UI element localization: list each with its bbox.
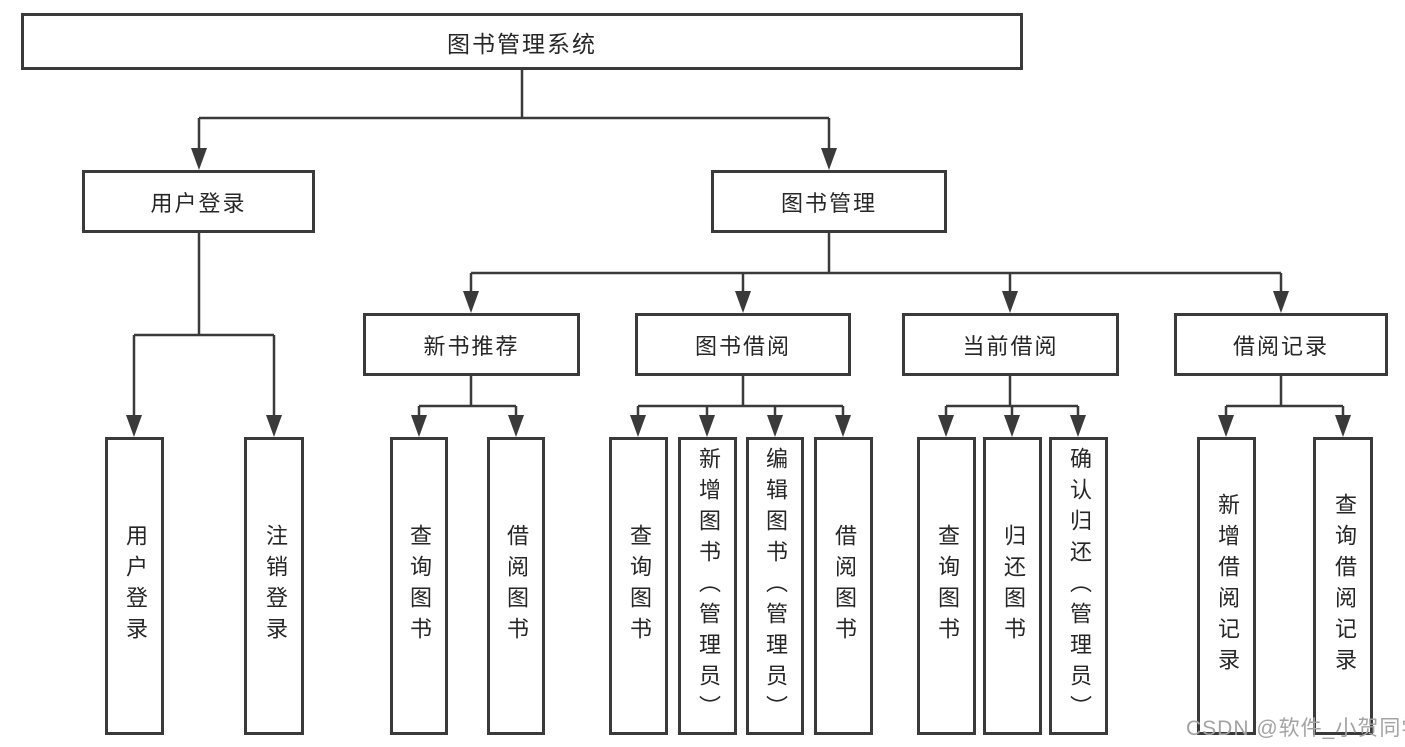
leaf-confirm-return-admin: 确认归还（管理员） — [1049, 437, 1108, 735]
leaf-edit-books-admin: 编辑图书（管理员） — [746, 437, 804, 735]
leaf-query-books-recommend: 查询图书 — [390, 437, 448, 735]
node-new-book-recommendation: 新书推荐 — [363, 313, 580, 376]
leaf-add-borrow-record: 新增借阅记录 — [1197, 437, 1256, 735]
leaf-query-books: 查询图书 — [609, 437, 668, 735]
leaf-user-login: 用户登录 — [105, 437, 164, 735]
leaf-borrow-books: 借阅图书 — [814, 437, 873, 735]
node-current-borrowing: 当前借阅 — [902, 313, 1119, 376]
node-user-login: 用户登录 — [82, 170, 315, 233]
node-book-borrowing: 图书借阅 — [635, 313, 851, 376]
leaf-query-borrow-record: 查询借阅记录 — [1313, 437, 1373, 735]
node-borrowing-records: 借阅记录 — [1174, 313, 1388, 376]
leaf-borrow-books-recommend: 借阅图书 — [487, 437, 545, 735]
watermark: CSDN @软件_小贺同学 — [1186, 717, 1405, 740]
arrowhead-icons — [126, 148, 1351, 437]
leaf-return-books: 归还图书 — [983, 437, 1042, 735]
leaf-logout: 注销登录 — [244, 437, 304, 735]
node-book-management: 图书管理 — [711, 170, 947, 233]
leaf-add-books-admin: 新增图书（管理员） — [678, 437, 737, 735]
leaf-query-books-current: 查询图书 — [917, 437, 976, 735]
node-library-system: 图书管理系统 — [21, 13, 1023, 70]
